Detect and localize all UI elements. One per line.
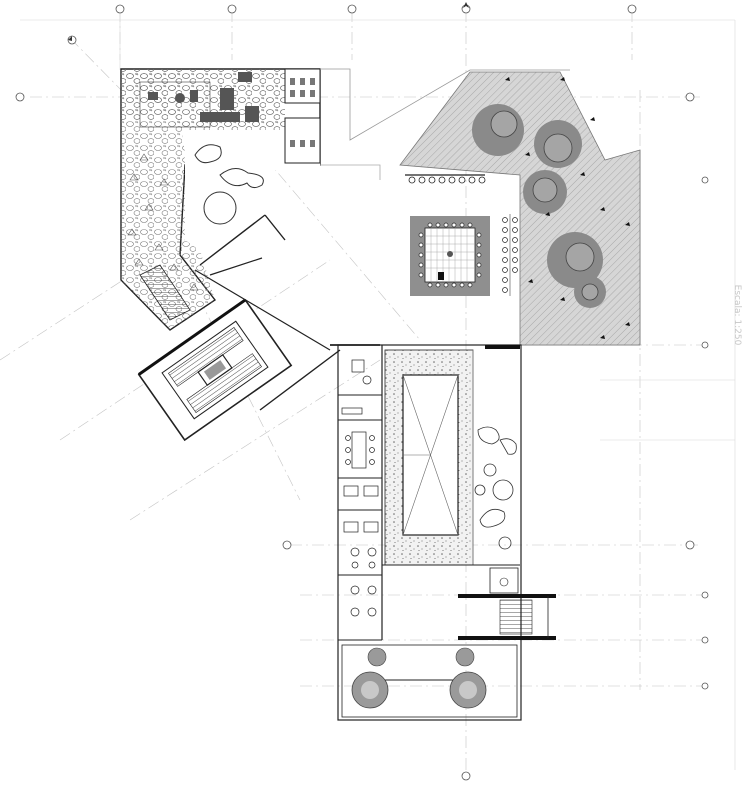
furniture-symbol-icon bbox=[341, 359, 379, 617]
tree-symbol-icon bbox=[472, 104, 606, 308]
nw-wing bbox=[120, 68, 321, 331]
grid-outline bbox=[20, 19, 736, 770]
south-wing bbox=[330, 344, 556, 721]
scale-label: Escala: 1:250 bbox=[732, 285, 742, 346]
grid-lines bbox=[0, 10, 710, 770]
tree-symbol-icon bbox=[351, 647, 487, 709]
elevator-symbol-icon bbox=[197, 354, 233, 386]
main-hall bbox=[320, 68, 641, 346]
furniture-symbol-icon bbox=[148, 72, 259, 122]
east-garden bbox=[399, 71, 641, 346]
gridline-marker-icon bbox=[15, 4, 709, 781]
stair-core bbox=[137, 298, 293, 442]
north-arrow-icon bbox=[68, 2, 469, 41]
